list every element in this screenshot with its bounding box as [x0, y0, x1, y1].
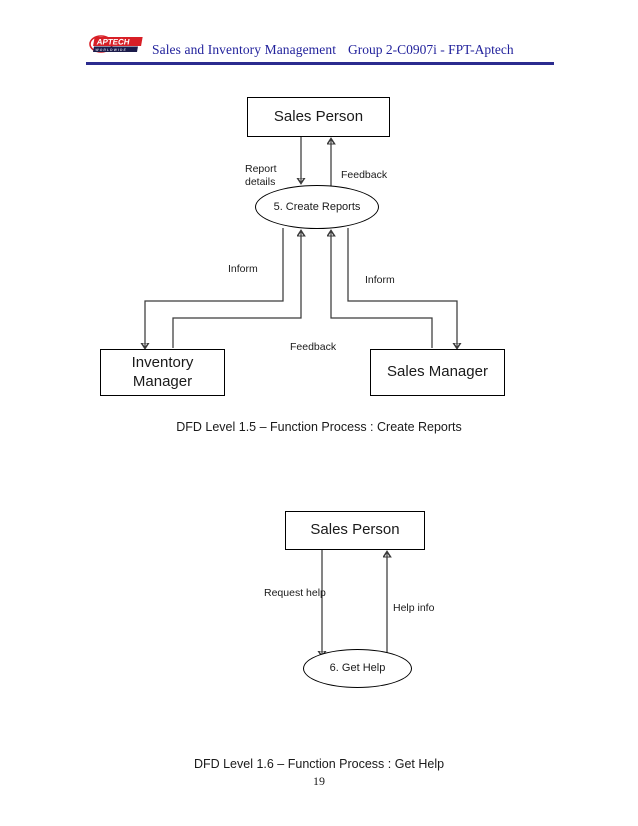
svg-text:APTECH: APTECH — [96, 37, 131, 46]
process-get-help: 6. Get Help — [303, 649, 412, 688]
wire-reports-to-salesmanager — [347, 228, 457, 348]
flow-label-request-help: Request help — [264, 574, 326, 600]
entity-label: Sales Person — [310, 521, 400, 539]
wire-salesmgr-feedback — [331, 231, 433, 348]
entity-inventory-manager: Inventory Manager — [100, 349, 225, 396]
flow-label-text: Feedback — [341, 169, 388, 182]
flow-label-text: Inform — [228, 263, 258, 276]
wire-inventory-inform — [172, 231, 301, 348]
caption-text: DFD Level 1.6 – Function Process : Get H… — [193, 757, 445, 771]
process-label: 6. Get Help — [329, 662, 386, 675]
entity-label: Sales Manager — [387, 363, 488, 381]
flow-label-help-info: Help info — [393, 589, 434, 615]
svg-text:WORLDWIDE: WORLDWIDE — [95, 48, 127, 52]
flow-label-inform-left: Inform — [228, 250, 258, 276]
header-title: Sales and Inventory Management — [152, 42, 337, 57]
caption-diagram-1: DFD Level 1.5 – Function Process : Creat… — [0, 420, 638, 434]
entity-sales-person-2: Sales Person — [285, 511, 425, 550]
caption-diagram-2: DFD Level 1.6 – Function Process : Get H… — [0, 757, 638, 771]
flow-label-feedback-bottom: Feedback — [290, 328, 336, 354]
page-number: 19 — [0, 774, 638, 789]
entity-sales-person-1: Sales Person — [247, 97, 390, 137]
entity-label: Sales Person — [273, 107, 364, 125]
flow-label-text: Help info — [393, 602, 435, 615]
entity-label: Inventory Manager — [131, 354, 194, 390]
aptech-logo-icon: APTECH WORLDWIDE — [89, 35, 145, 57]
flow-label-report-details: Report details — [245, 150, 277, 189]
flow-label-inform-right: Inform — [365, 261, 395, 287]
wire-reports-to-inventory — [145, 228, 284, 348]
caption-text: DFD Level 1.5 – Function Process : Creat… — [176, 420, 462, 434]
header-group-info: Group 2-C0907i - FPT-Aptech — [348, 42, 514, 57]
flow-label-text: Inform — [365, 274, 395, 287]
entity-sales-manager: Sales Manager — [370, 349, 505, 396]
page-number-text: 19 — [313, 774, 325, 788]
process-create-reports: 5. Create Reports — [255, 185, 379, 229]
flow-label-text: Request help — [264, 587, 326, 600]
page-header: APTECH WORLDWIDE Sales and Inventory Man… — [0, 0, 638, 70]
process-label: 5. Create Reports — [273, 200, 361, 213]
flow-label-feedback-top: Feedback — [341, 156, 387, 182]
flow-label-text: Report details — [245, 163, 277, 189]
flow-label-text: Feedback — [290, 341, 337, 354]
header-divider — [86, 62, 554, 65]
